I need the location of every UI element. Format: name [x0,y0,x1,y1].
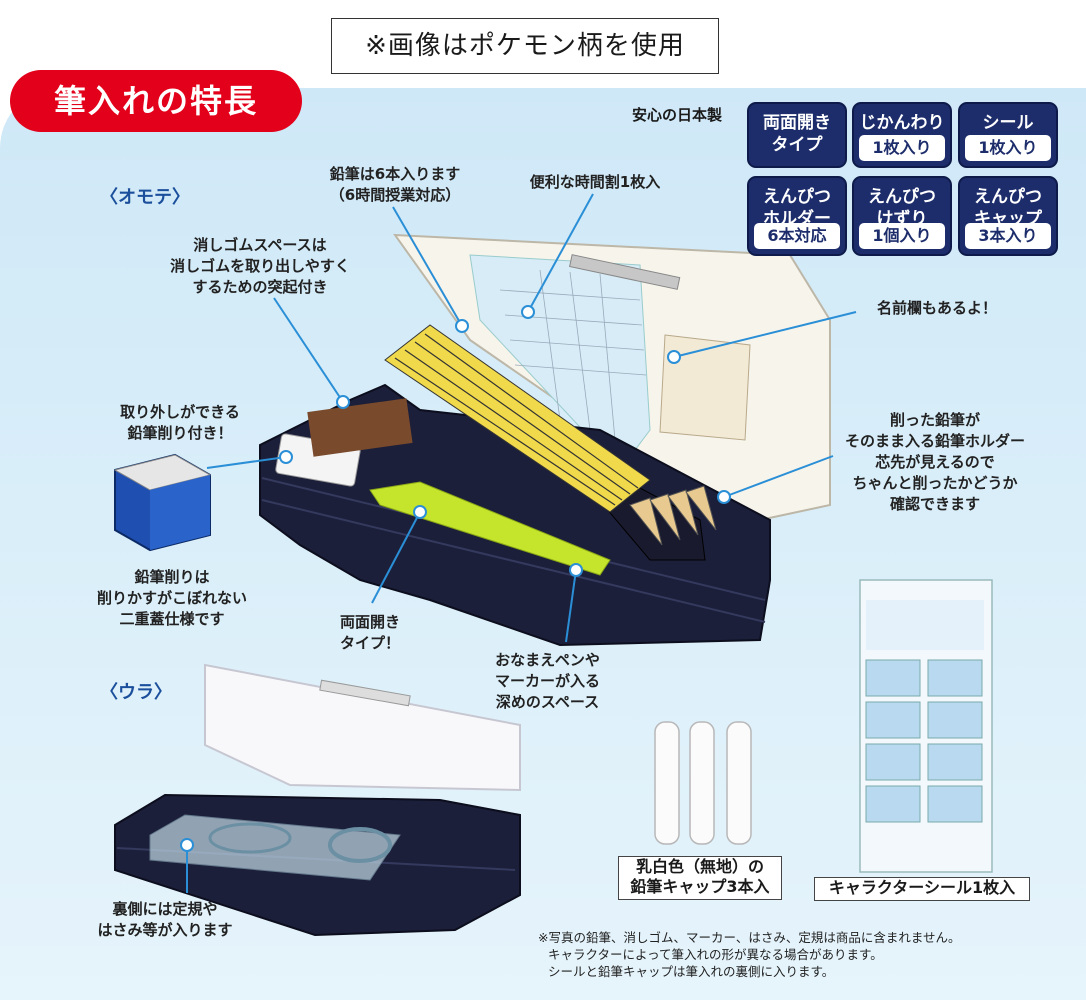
sharpener-illustration [113,453,212,552]
label-pencil-holder: 削った鉛筆が そのまま入る鉛筆ホルダー 芯先が見えるので ちゃんと削ったかどうか… [844,411,1025,513]
section-front: 〈オモテ〉 [100,187,190,208]
label-double-open: 両面開き タイプ！ [339,613,400,652]
label-timetable: 便利な時間割1枚入 [529,173,661,191]
pencils [384,324,717,546]
leader-lines [180,193,857,893]
badge-label: シール [982,113,1034,133]
badge-sub: 1枚入り [859,135,945,161]
badge-double-open: 両面開き タイプ [747,102,847,168]
label-back-side: 裏側には定規や はさみ等が入ります [97,900,233,939]
sticker-sheet [859,579,993,873]
caption-sticker: キャラクターシール1枚入 [814,877,1030,901]
badge-label: 両面開き タイプ [763,113,831,155]
back-case [114,663,521,937]
section-back: 〈ウラ〉 [100,682,172,703]
label-removable-sharpener: 取り外しができる 鉛筆削り付き！ [120,403,240,442]
made-in-japan-label: 安心の日本製 [632,106,723,124]
badge-pencil-caps: えんぴつ キャップ 3本入り [958,176,1058,256]
badge-sub: 3本入り [965,223,1051,249]
footnote-line: ※写真の鉛筆、消しゴム、マーカー、はさみ、定規は商品に含まれません。 [538,930,961,945]
footnotes: ※写真の鉛筆、消しゴム、マーカー、はさみ、定規は商品に含まれません。 キャラクタ… [538,929,960,980]
label-name-field: 名前欄もあるよ！ [876,299,997,317]
front-case-body [259,383,771,647]
badge-timetable: じかんわり 1枚入り [852,102,952,168]
front-case-lid [392,233,831,522]
page-title: 筆入れの特長 [10,70,302,132]
label-pen-space: おなまえペンや マーカーが入る 深めのスペース [494,651,600,711]
footnote-line: シールと鉛筆キャップは筆入れの裏側に入ります。 [548,964,835,979]
label-double-lid: 鉛筆削りは 削りかすがこぼれない 二重蓋仕様です [96,568,247,628]
badge-sticker: シール 1枚入り [958,102,1058,168]
label-eraser-space: 消しゴムスペースは 消しゴムを取り出しやすく するための突起付き [170,236,350,296]
badge-pencil-holder: えんぴつ ホルダー 6本対応 [747,176,847,256]
badge-label: じかんわり [859,113,945,133]
notice-box: ※画像はポケモン柄を使用 [331,18,719,74]
badge-sub: 1個入り [859,223,945,249]
badge-sharpener: えんぴつ けずり 1個入り [852,176,952,256]
footnote-line: キャラクターによって筆入れの形が異なる場合があります。 [548,947,883,962]
caption-caps: 乳白色（無地）の 鉛筆キャップ3本入 [618,856,782,900]
badge-sub: 1枚入り [965,135,1051,161]
label-pencils: 鉛筆は6本入ります （6時間授業対応） [329,165,461,204]
badge-sub: 6本対応 [754,223,840,249]
pencil-caps [654,721,752,845]
